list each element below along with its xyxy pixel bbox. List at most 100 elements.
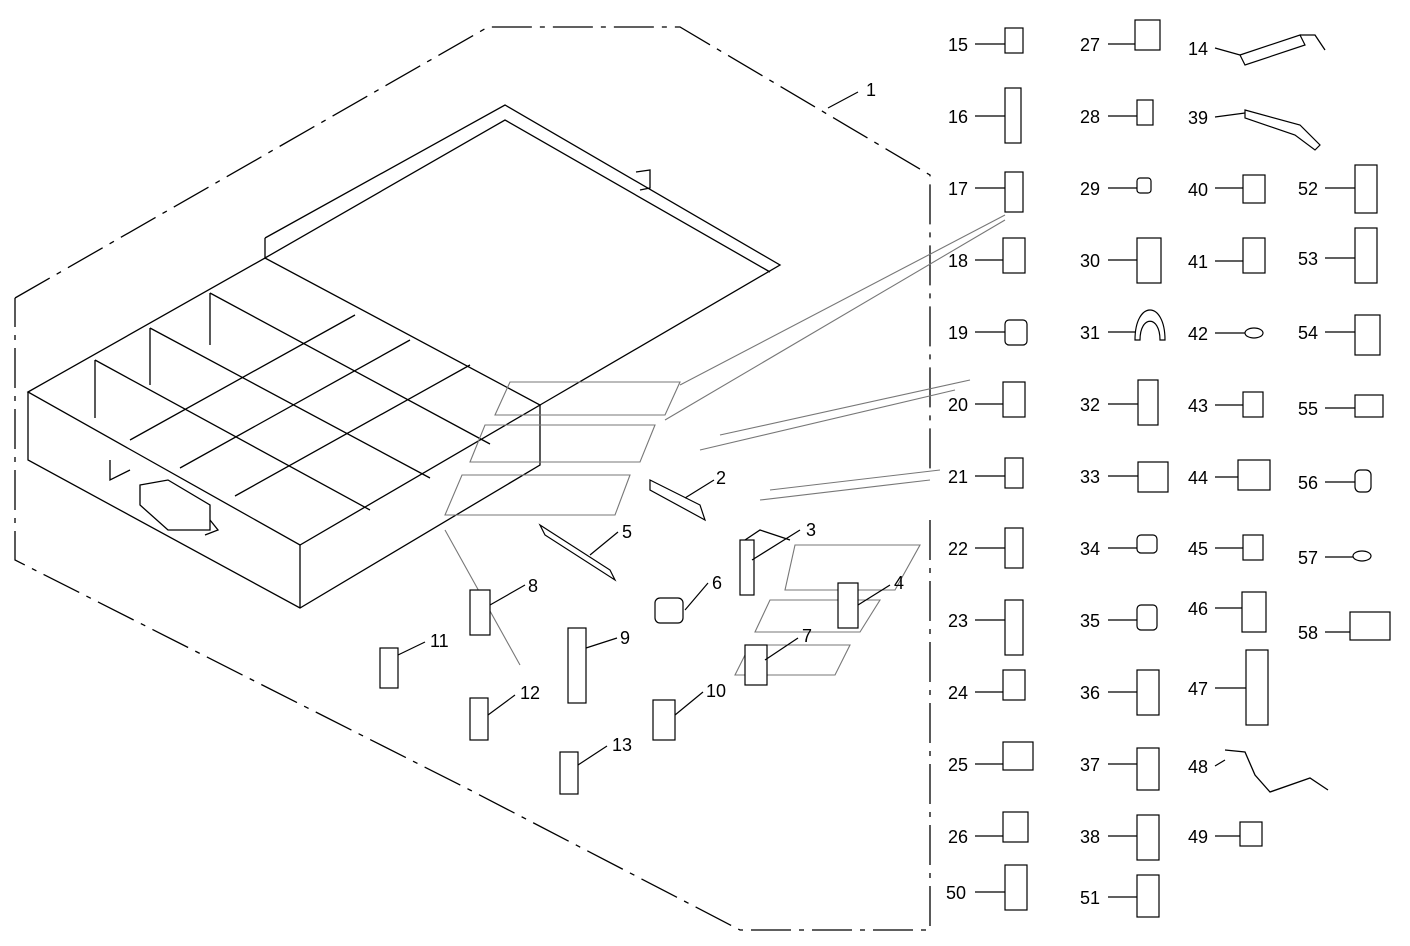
part-10-shape (652, 699, 676, 741)
callout-58: 58 (1298, 623, 1318, 643)
callout-44: 44 (1188, 468, 1208, 488)
callout-2: 2 (716, 468, 726, 488)
leader-lines (397, 43, 1355, 898)
callout-52: 52 (1298, 179, 1318, 199)
callout-10: 10 (706, 681, 726, 701)
callout-34: 34 (1080, 539, 1100, 559)
parts (379, 19, 1391, 918)
callout-36: 36 (1080, 683, 1100, 703)
part-32-shape (1137, 379, 1159, 426)
part-45-shape (1242, 534, 1264, 561)
callout-20: 20 (948, 395, 968, 415)
callout-30: 30 (1080, 251, 1100, 271)
callout-1: 1 (866, 80, 876, 100)
callout-37: 37 (1080, 755, 1100, 775)
callout-45: 45 (1188, 539, 1208, 559)
part-41-shape (1242, 237, 1266, 274)
callout-6: 6 (712, 573, 722, 593)
part-28-shape (1136, 99, 1154, 126)
callout-7: 7 (802, 626, 812, 646)
part-35-shape (1136, 604, 1158, 631)
part-56-shape (1354, 469, 1372, 493)
callout-32: 32 (1080, 395, 1100, 415)
callout-9: 9 (620, 628, 630, 648)
part-11-shape (379, 647, 399, 689)
callout-46: 46 (1188, 599, 1208, 619)
callout-21: 21 (948, 467, 968, 487)
part-34-shape (1136, 534, 1158, 554)
callout-4: 4 (894, 573, 904, 593)
callout-16: 16 (948, 107, 968, 127)
part-51-shape (1136, 874, 1160, 918)
part-14-shape (1239, 34, 1306, 66)
callout-13: 13 (612, 735, 632, 755)
part-33-shape (1137, 461, 1169, 493)
part-55-shape (1354, 394, 1384, 418)
callout-33: 33 (1080, 467, 1100, 487)
part-39-shape (1244, 109, 1321, 151)
part-47-shape (1245, 649, 1269, 726)
callout-15: 15 (948, 35, 968, 55)
part-9-shape (567, 627, 587, 704)
part-37-shape (1136, 747, 1160, 791)
part-31-shape (1134, 309, 1166, 341)
callout-49: 49 (1188, 827, 1208, 847)
part-46-shape (1241, 591, 1267, 633)
storage-box (26, 104, 782, 609)
callout-47: 47 (1188, 679, 1208, 699)
callout-26: 26 (948, 827, 968, 847)
part-42-shape (1244, 327, 1264, 339)
part-15-shape (1004, 27, 1024, 54)
part-16-shape (1004, 87, 1022, 144)
part-52-shape (1354, 164, 1378, 214)
part-21-shape (1004, 457, 1024, 489)
callout-38: 38 (1080, 827, 1100, 847)
callout-labels: 1 2 3 4 5 6 7 8 9 10 11 12 13 14 15 16 1… (430, 35, 1318, 908)
part-17-shape (1004, 171, 1024, 213)
callout-53: 53 (1298, 249, 1318, 269)
part-13-shape (559, 751, 579, 795)
part-8-shape (469, 589, 491, 636)
part-26-shape (1002, 811, 1029, 843)
part-20-shape (1002, 381, 1026, 418)
part-40-shape (1242, 174, 1266, 204)
callout-12: 12 (520, 683, 540, 703)
part-12-shape (469, 697, 489, 741)
callout-29: 29 (1080, 179, 1100, 199)
callout-39: 39 (1188, 108, 1208, 128)
part-18-shape (1002, 237, 1026, 274)
callout-43: 43 (1188, 396, 1208, 416)
callout-57: 57 (1298, 548, 1318, 568)
callout-5: 5 (622, 522, 632, 542)
callout-48: 48 (1188, 757, 1208, 777)
part-7-shape (744, 644, 768, 686)
callout-31: 31 (1080, 323, 1100, 343)
part-22-shape (1004, 527, 1024, 569)
part-57-shape (1352, 550, 1372, 562)
callout-8: 8 (528, 576, 538, 596)
tray-outlines (444, 214, 1006, 676)
callout-50: 50 (946, 883, 966, 903)
part-6-shape (654, 597, 684, 624)
callout-25: 25 (948, 755, 968, 775)
callout-55: 55 (1298, 399, 1318, 419)
callout-42: 42 (1188, 324, 1208, 344)
part-27-shape (1134, 19, 1161, 51)
callout-22: 22 (948, 539, 968, 559)
callout-54: 54 (1298, 323, 1318, 343)
part-25-shape (1002, 741, 1034, 771)
callout-51: 51 (1080, 888, 1100, 908)
part-30-shape (1136, 237, 1162, 284)
callout-28: 28 (1080, 107, 1100, 127)
part-4-shape (837, 582, 859, 629)
kit-boundary (14, 26, 931, 931)
callout-18: 18 (948, 251, 968, 271)
part-36-shape (1136, 669, 1160, 716)
callout-40: 40 (1188, 180, 1208, 200)
part-29-shape (1136, 177, 1152, 194)
part-43-shape (1242, 391, 1264, 418)
part-38-shape (1136, 814, 1160, 861)
part-44-shape (1237, 459, 1271, 491)
part-49-shape (1239, 821, 1263, 847)
callout-19: 19 (948, 323, 968, 343)
